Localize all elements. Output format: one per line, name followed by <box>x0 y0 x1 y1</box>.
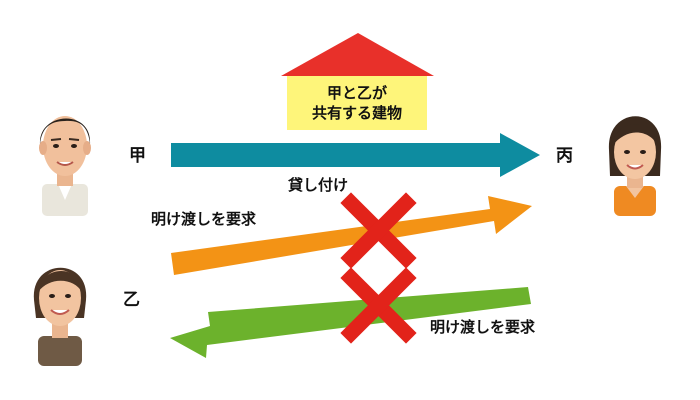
otsu-demand-label: 明け渡しを要求 <box>151 210 257 228</box>
woman-face-icon-otsu <box>33 267 87 366</box>
x-mark-icon-upper <box>340 192 417 269</box>
loan-label: 貸し付け <box>288 176 349 194</box>
cross-stroke <box>340 192 417 269</box>
otsu-demand-arrow <box>171 196 532 275</box>
cross-stroke <box>340 267 417 344</box>
man-face-icon <box>39 116 91 216</box>
hei-demand-label: 明け渡しを要求 <box>430 318 536 336</box>
building-label-line1: 甲と乙が <box>326 83 387 102</box>
building-label-line2: 共有する建物 <box>311 104 402 122</box>
house-wall <box>287 76 427 130</box>
woman-face-icon-hei <box>608 116 662 216</box>
hei-demand-arrow <box>170 287 531 358</box>
house-roof <box>281 33 434 76</box>
shared-building <box>281 33 434 130</box>
loan-arrow <box>171 133 540 177</box>
building-label: 甲と乙が 共有する建物 <box>287 76 427 130</box>
party-kou-label: 甲 <box>129 146 146 166</box>
party-otsu-label: 乙 <box>123 290 140 310</box>
x-mark-icon-lower <box>340 267 417 344</box>
party-hei-label: 丙 <box>556 146 573 166</box>
